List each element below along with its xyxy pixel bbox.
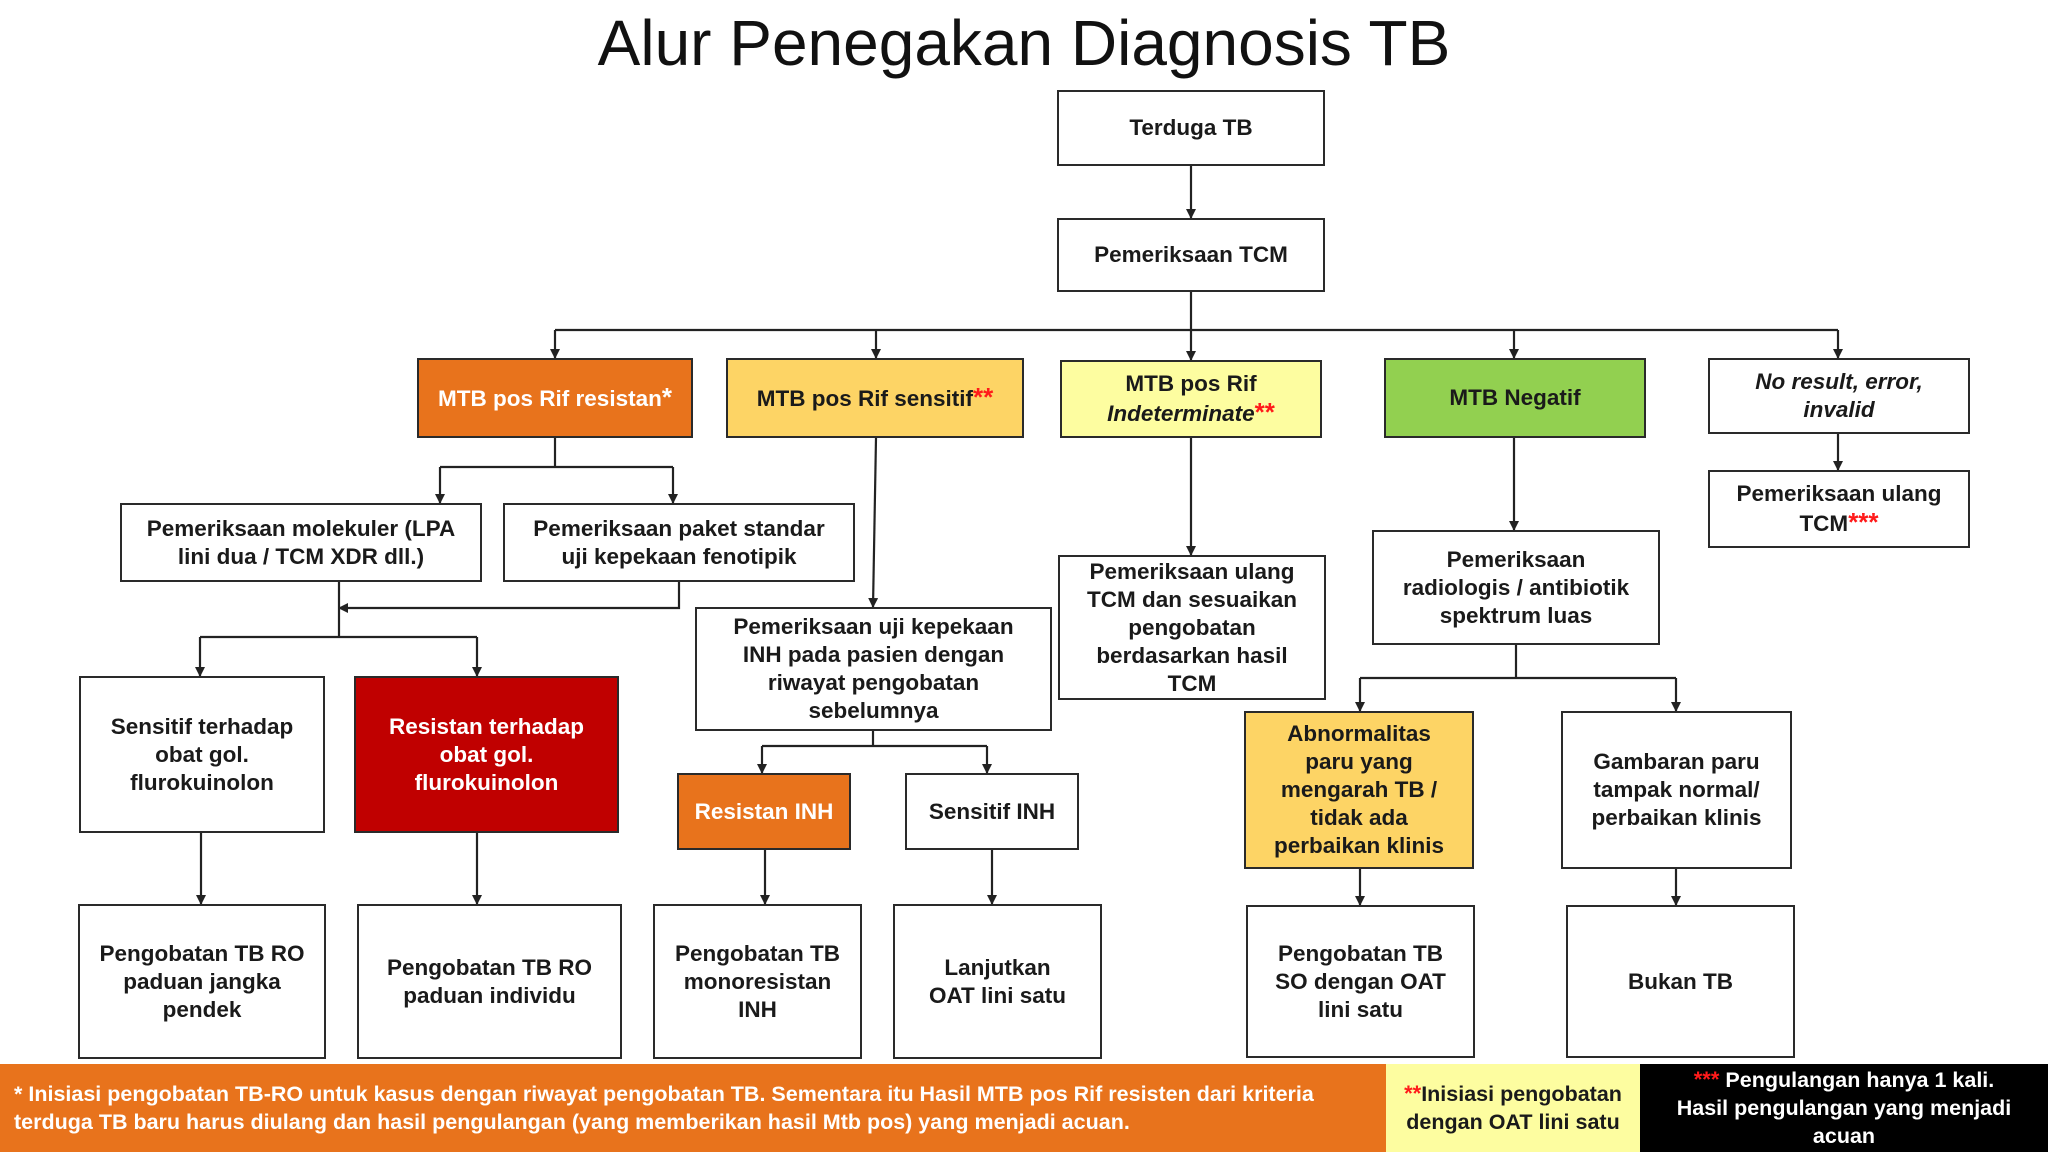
- node-pemeriksaan-paket-standar: Pemeriksaan paket standar uji kepekaan f…: [503, 503, 855, 582]
- asterisk-mark: ***: [1848, 507, 1879, 537]
- asterisk-mark: **: [973, 382, 994, 412]
- node-mtb-negatif: MTB Negatif: [1384, 358, 1646, 438]
- node-ulang-tcm-sesuaikan: Pemeriksaan ulang TCM dan sesuaikan peng…: [1058, 555, 1326, 700]
- node-terduga-tb: Terduga TB: [1057, 90, 1325, 166]
- node-mtb-rif-resistan: MTB pos Rif resistan*: [417, 358, 693, 438]
- page-title: Alur Penegakan Diagnosis TB: [597, 7, 1451, 79]
- asterisk-mark: *: [661, 382, 672, 412]
- node-pengobatan-ro-pendek: Pengobatan TB RO paduan jangka pendek: [78, 904, 326, 1059]
- footnote-mark: *: [14, 1082, 23, 1106]
- node-no-result: No result, error, invalid: [1708, 358, 1970, 434]
- footnote-mark: ***: [1693, 1067, 1720, 1092]
- node-mtb-rif-sensitif: MTB pos Rif sensitif**: [726, 358, 1024, 438]
- node-pemeriksaan-radiologis: Pemeriksaan radiologis / antibiotik spek…: [1372, 530, 1660, 645]
- footnote-mark: **: [1404, 1081, 1422, 1106]
- footnote-triple-asterisk: *** Pengulangan hanya 1 kali. Hasil peng…: [1640, 1064, 2048, 1152]
- footnote-single-asterisk: * Inisiasi pengobatan TB-RO untuk kasus …: [0, 1064, 1386, 1152]
- node-sensitif-flurokuinolon: Sensitif terhadap obat gol. flurokuinolo…: [79, 676, 325, 833]
- node-bukan-tb: Bukan TB: [1566, 905, 1795, 1058]
- arrow-paket-merge: [338, 582, 681, 613]
- node-resistan-flurokuinolon: Resistan terhadap obat gol. flurokuinolo…: [354, 676, 619, 833]
- node-mtb-rif-indeterminate: MTB pos Rif Indeterminate**: [1060, 360, 1322, 438]
- node-pengobatan-so-oat: Pengobatan TB SO dengan OAT lini satu: [1246, 905, 1475, 1058]
- footnote-double-asterisk: **Inisiasi pengobatan dengan OAT lini sa…: [1386, 1064, 1640, 1152]
- node-sensitif-inh: Sensitif INH: [905, 773, 1079, 850]
- node-lanjutkan-oat: Lanjutkan OAT lini satu: [893, 904, 1102, 1059]
- arrow-sensitif-to-uji-inh: [868, 437, 879, 608]
- node-uji-kepekaan-inh: Pemeriksaan uji kepekaan INH pada pasien…: [695, 607, 1052, 731]
- asterisk-mark: **: [1254, 397, 1275, 427]
- node-abnormalitas-paru: Abnormalitas paru yang mengarah TB / tid…: [1244, 711, 1474, 869]
- node-pemeriksaan-molekuler: Pemeriksaan molekuler (LPA lini dua / TC…: [120, 503, 482, 582]
- node-pemeriksaan-ulang-tcm: Pemeriksaan ulang TCM***: [1708, 470, 1970, 548]
- node-pengobatan-monoresistan-inh: Pengobatan TB monoresistan INH: [653, 904, 862, 1059]
- node-pemeriksaan-tcm: Pemeriksaan TCM: [1057, 218, 1325, 292]
- node-gambaran-paru-normal: Gambaran paru tampak normal/ perbaikan k…: [1561, 711, 1792, 869]
- node-resistan-inh: Resistan INH: [677, 773, 851, 850]
- node-pengobatan-ro-individu: Pengobatan TB RO paduan individu: [357, 904, 622, 1059]
